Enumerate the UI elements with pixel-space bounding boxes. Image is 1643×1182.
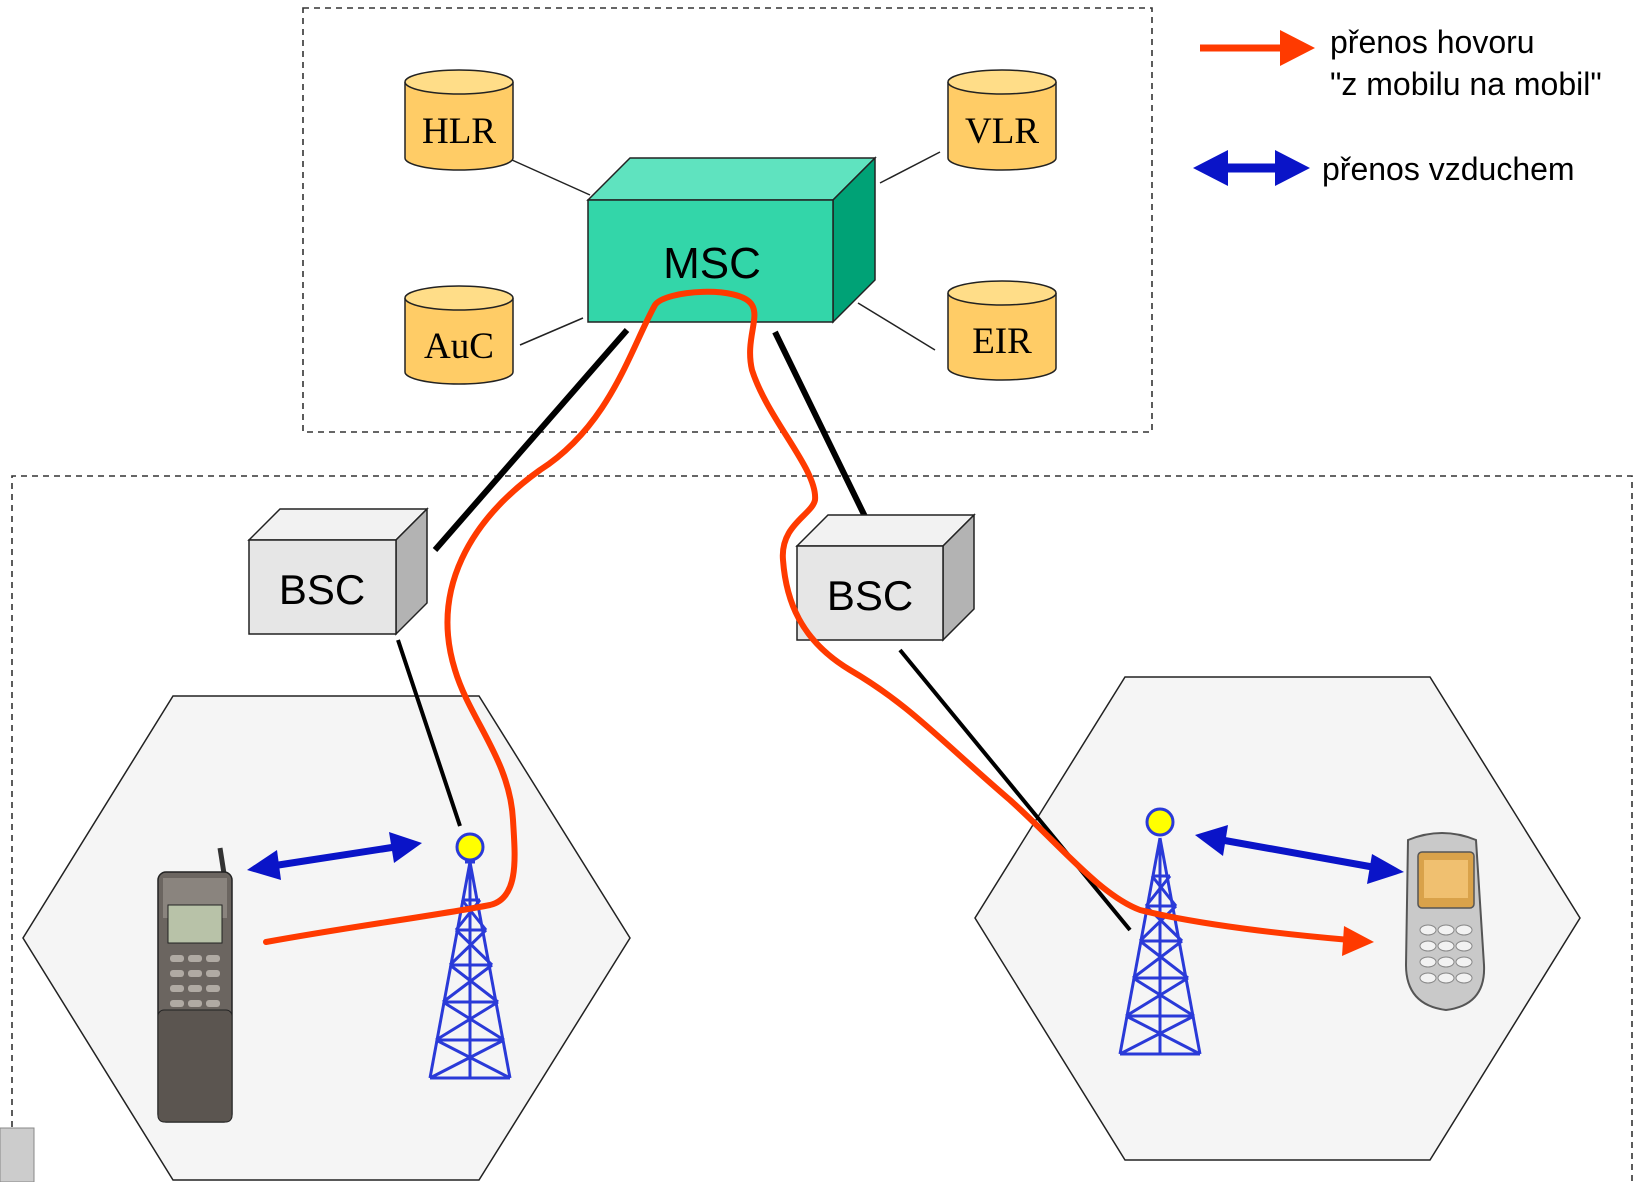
database-icon <box>404 69 514 171</box>
auc-database: AuC <box>404 285 514 385</box>
access-network-box <box>11 475 1633 1182</box>
vlr-label: VLR <box>965 111 1039 152</box>
eir-label: EIR <box>972 321 1032 362</box>
legend-call: přenos hovoru "z mobilu na mobil" <box>1200 24 1602 102</box>
database-icon <box>404 285 514 385</box>
bsc-right-box: BSC <box>795 513 976 642</box>
bsc-left-box: BSC <box>247 507 429 636</box>
eir-database: EIR <box>947 280 1057 381</box>
db-connectors <box>511 151 941 351</box>
bsc-left-label: BSC <box>279 566 365 613</box>
msc-box: MSC <box>586 156 877 324</box>
vlr-database: VLR <box>947 69 1057 171</box>
air-link-left <box>247 832 422 880</box>
auc-label: AuC <box>424 326 494 367</box>
phone-right-icon <box>1404 832 1486 1012</box>
tower-left-icon <box>428 832 512 1080</box>
bsc-bts-links <box>396 639 1132 932</box>
phone-left-icon <box>157 847 233 1123</box>
call-path <box>263 288 1374 956</box>
cell-left <box>22 695 631 1181</box>
tower-right-icon <box>1118 807 1202 1056</box>
legend-call-line1: přenos hovoru <box>1330 24 1535 60</box>
database-icon <box>947 280 1057 381</box>
bsc-right-label: BSC <box>827 572 913 619</box>
legend-call-line2: "z mobilu na mobil" <box>1330 66 1602 102</box>
trunk-links <box>432 328 876 552</box>
hlr-database: HLR <box>404 69 514 171</box>
msc-label: MSC <box>663 239 761 288</box>
legend-air: přenos vzduchem <box>1193 150 1575 187</box>
hlr-label: HLR <box>422 111 496 152</box>
air-link-right <box>1195 825 1404 884</box>
core-network-box <box>302 7 1153 433</box>
legend-air-label: přenos vzduchem <box>1322 151 1575 187</box>
database-icon <box>947 69 1057 171</box>
corner-marker <box>0 1127 35 1182</box>
cell-right <box>974 676 1581 1161</box>
